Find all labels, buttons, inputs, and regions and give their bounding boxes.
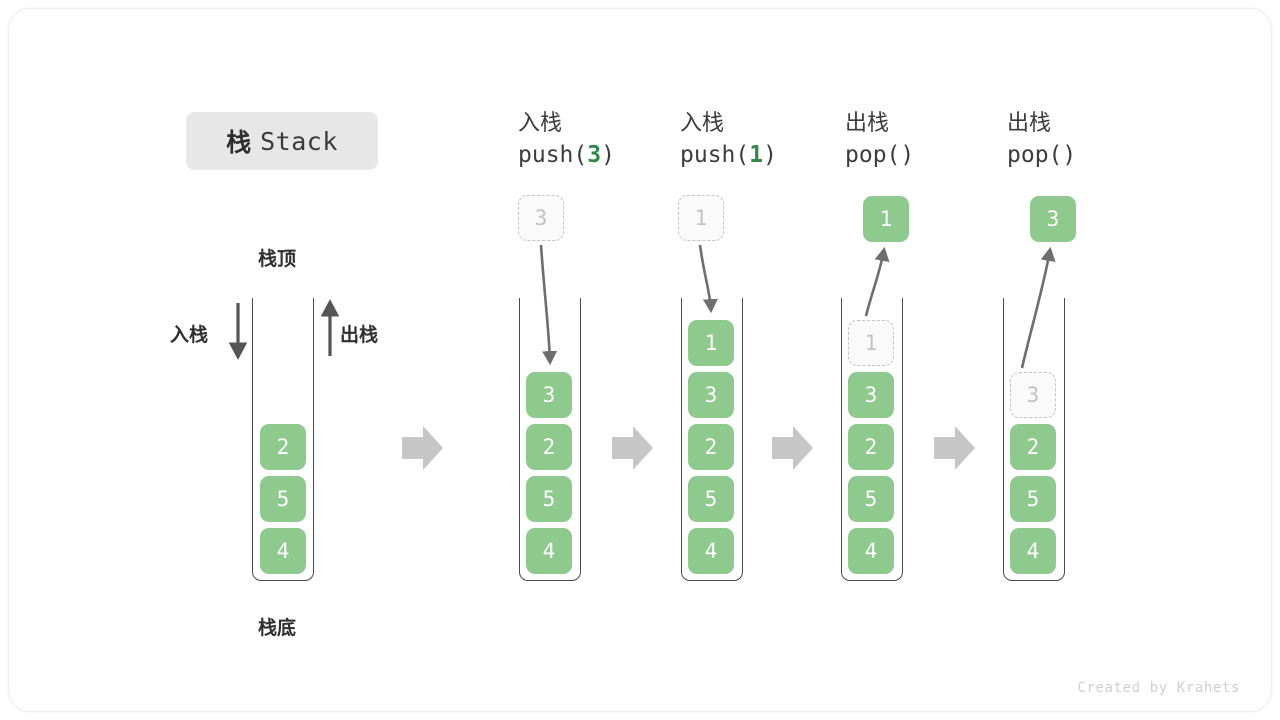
code-pre: pop( (1007, 142, 1063, 168)
column-header-cn: 入栈 (680, 110, 725, 135)
stack-cell: 2 (848, 424, 894, 470)
column-header-cn: 出栈 (845, 110, 890, 135)
code-pre: push( (518, 142, 588, 168)
stack-container-push-3 (519, 298, 581, 581)
column-header-code: push(3) (518, 138, 708, 172)
column-header-push-3: 入栈 push(3) (518, 108, 708, 172)
title-en: Stack (260, 126, 338, 156)
label-stack-bottom: 栈底 (258, 618, 297, 639)
code-pre: push( (680, 142, 750, 168)
stack-cell: 4 (848, 528, 894, 574)
code-post: ) (1062, 142, 1077, 168)
stack-cell: 5 (526, 476, 572, 522)
ghost-cell: 3 (518, 195, 564, 241)
stack-cell: 5 (688, 476, 734, 522)
stack-cell: 3 (526, 372, 572, 418)
code-post: ) (601, 142, 615, 168)
column-header-code: pop() (1007, 138, 1197, 172)
stack-cell: 2 (1010, 424, 1056, 470)
footer-credit: Created by Krahets (1077, 680, 1240, 696)
code-arg: 3 (587, 142, 602, 168)
code-post: ) (900, 142, 915, 168)
stack-cell: 2 (526, 424, 572, 470)
stack-cell: 3 (688, 372, 734, 418)
stack-cell: 4 (526, 528, 572, 574)
column-header-code: push(1) (680, 138, 870, 172)
column-header-cn: 出栈 (1007, 110, 1052, 135)
code-post: ) (763, 142, 777, 168)
stack-cell: 5 (1010, 476, 1056, 522)
column-header-code: pop() (845, 138, 1035, 172)
ghost-cell: 3 (1010, 372, 1056, 418)
stack-container-initial (252, 298, 314, 581)
popped-cell: 3 (1030, 196, 1076, 242)
title-badge: 栈 Stack (186, 112, 378, 170)
label-stack-top: 栈顶 (258, 249, 297, 270)
ghost-cell: 1 (678, 195, 724, 241)
ghost-cell: 1 (848, 320, 894, 366)
column-header-cn: 入栈 (518, 110, 563, 135)
stack-cell: 5 (848, 476, 894, 522)
stack-cell: 2 (688, 424, 734, 470)
stack-cell: 4 (688, 528, 734, 574)
stack-cell: 5 (260, 476, 306, 522)
title-cn: 栈 (226, 129, 252, 157)
stack-cell: 1 (688, 320, 734, 366)
stack-container-pop-1 (841, 298, 903, 581)
stack-container-pop-3 (1003, 298, 1065, 581)
column-header-push-1: 入栈 push(1) (680, 108, 870, 172)
code-pre: pop( (845, 142, 901, 168)
column-header-pop-3: 出栈 pop() (1007, 108, 1197, 172)
label-pop-initial: 出栈 (340, 325, 379, 346)
stack-cell: 4 (260, 528, 306, 574)
label-push-initial: 入栈 (170, 325, 209, 346)
stack-cell: 2 (260, 424, 306, 470)
stack-cell: 4 (1010, 528, 1056, 574)
column-header-pop-1: 出栈 pop() (845, 108, 1035, 172)
code-arg: 1 (749, 142, 764, 168)
stack-cell: 3 (848, 372, 894, 418)
stack-container-push-1 (681, 298, 743, 581)
popped-cell: 1 (863, 196, 909, 242)
